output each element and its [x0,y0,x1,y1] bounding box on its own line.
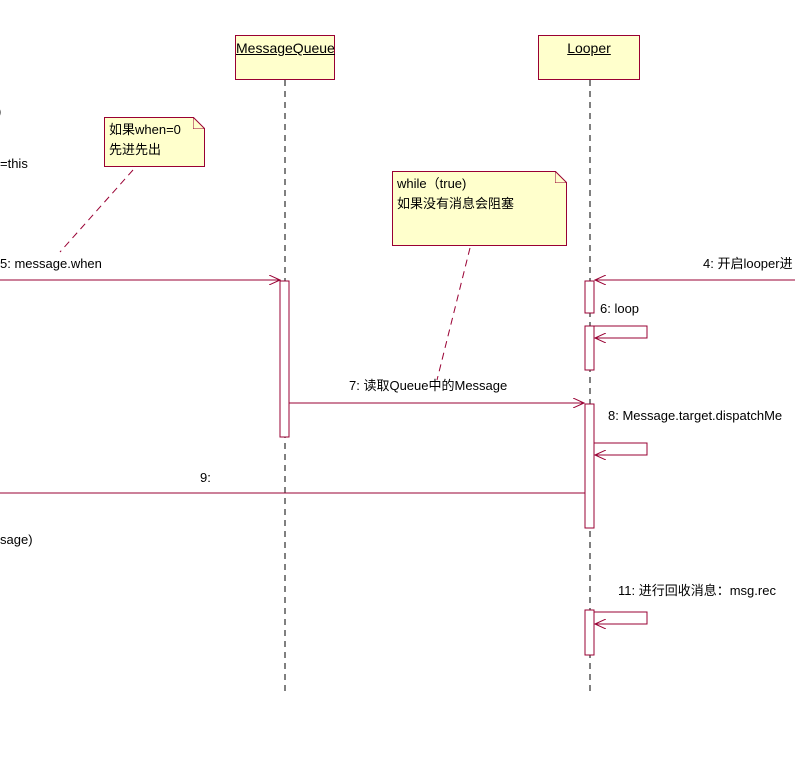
when-note[interactable]: 如果when=0 先进先出 [104,117,205,167]
looper-label: Looper [567,40,611,56]
looper-activation-1 [584,280,595,314]
message-11-self-arrow [594,611,648,624]
left-fragment-paren: ) [0,104,1,120]
message-4-label: 4: 开启looper进 [703,256,793,271]
when-note-fold [193,117,205,129]
message-5-label: 5: message.when [0,256,102,271]
left-fragment-message: sage) [0,532,33,547]
message-9-label: 9: [200,470,211,485]
looper-activation-2 [584,325,595,371]
when-note-line2: 先进先出 [109,142,162,157]
while-note[interactable]: while（true) 如果没有消息会阻塞 [392,171,567,246]
message-7-label: 7: 读取Queue中的Message [349,378,508,393]
while-note-connector [436,247,471,381]
message-queue-label: MessageQueue [236,40,335,56]
message-queue-box[interactable]: MessageQueue [235,35,335,80]
while-note-line1: while（true) [397,176,467,191]
message-6-self-arrow [594,325,648,338]
when-note-line1: 如果when=0 [109,122,181,137]
while-note-line2: 如果没有消息会阻塞 [397,196,515,211]
looper-box[interactable]: Looper [538,35,640,80]
looper-activation-4 [584,609,595,656]
message-queue-activation [279,280,290,438]
while-note-fold [555,171,567,183]
looper-activation-3 [584,403,595,529]
message-6-label: 6: loop [600,301,640,316]
message-11-label: 11: 进行回收消息：msg.rec [618,583,776,598]
message-8-label: 8: Message.target.dispatchMe [608,408,783,423]
when-note-connector [59,169,134,253]
message-8-self-arrow [594,442,648,455]
left-fragment-this: =this [0,156,28,171]
